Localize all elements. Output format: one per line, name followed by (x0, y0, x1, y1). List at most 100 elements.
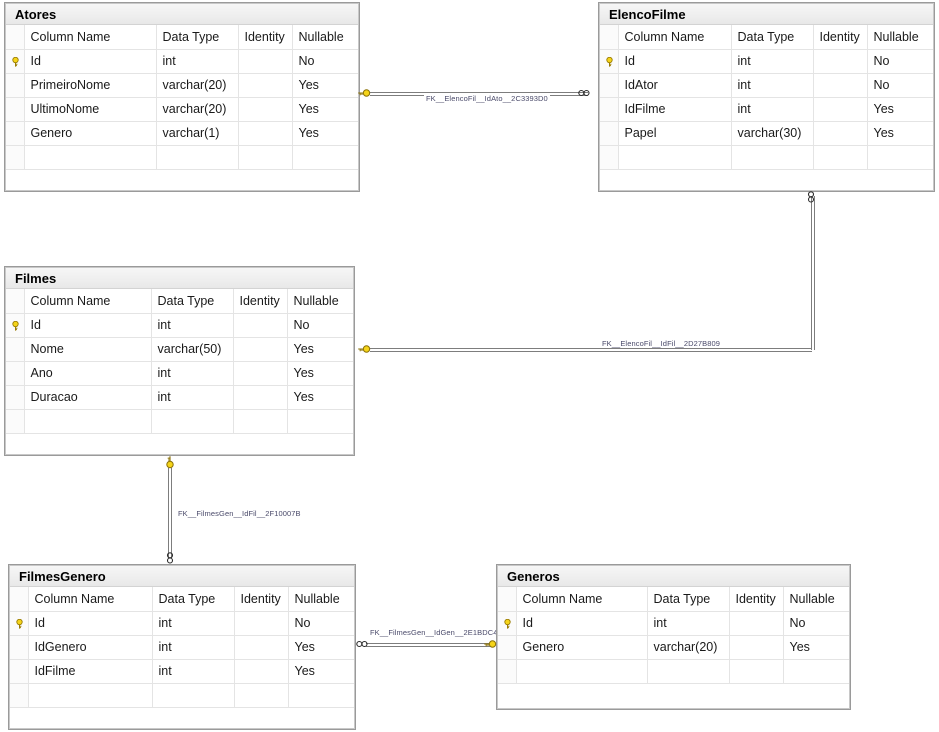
identity-cell[interactable] (234, 635, 289, 660)
nullable-cell[interactable]: Yes (292, 73, 358, 98)
nullable-cell[interactable]: No (867, 49, 933, 74)
column-name-cell[interactable]: PrimeiroNome (24, 73, 157, 98)
identity-cell[interactable] (233, 313, 288, 338)
data-type-cell[interactable]: varchar(20) (156, 73, 239, 98)
column-name-cell[interactable]: Id (618, 49, 732, 74)
identity-cell[interactable] (813, 73, 868, 98)
column-name-cell[interactable]: IdAtor (618, 73, 732, 98)
empty-row[interactable] (6, 409, 353, 434)
nullable-cell[interactable]: No (288, 611, 354, 636)
identity-cell[interactable] (233, 337, 288, 362)
nullable-cell[interactable]: No (783, 611, 849, 636)
empty-row[interactable] (498, 659, 849, 684)
nullable-cell[interactable]: Yes (292, 121, 358, 146)
table-title[interactable]: FilmesGenero (10, 566, 354, 587)
relationship-line[interactable] (366, 643, 492, 644)
data-type-cell[interactable]: int (151, 313, 234, 338)
data-type-cell[interactable]: varchar(50) (151, 337, 234, 362)
relationship-line[interactable] (370, 351, 812, 352)
nullable-cell[interactable]: Yes (287, 337, 353, 362)
data-type-cell[interactable]: int (151, 361, 234, 386)
data-type-cell[interactable]: int (152, 659, 235, 684)
identity-cell[interactable] (813, 49, 868, 74)
identity-cell[interactable] (238, 121, 293, 146)
table-title[interactable]: Atores (6, 4, 358, 25)
column-name-cell[interactable]: Id (28, 611, 153, 636)
data-type-cell[interactable]: varchar(20) (156, 97, 239, 122)
data-type-cell[interactable]: varchar(20) (647, 635, 730, 660)
column-name-cell[interactable]: Id (516, 611, 648, 636)
nullable-cell[interactable]: Yes (783, 635, 849, 660)
nullable-cell[interactable]: Yes (867, 121, 933, 146)
column-name-cell[interactable]: IdGenero (28, 635, 153, 660)
column-name-cell[interactable]: Genero (24, 121, 157, 146)
identity-cell[interactable] (813, 97, 868, 122)
column-name-cell[interactable]: Nome (24, 337, 152, 362)
nullable-cell[interactable]: Yes (867, 97, 933, 122)
table-title[interactable]: Generos (498, 566, 849, 587)
column-name-cell[interactable]: Id (24, 49, 157, 74)
data-type-cell[interactable]: int (156, 49, 239, 74)
empty-row[interactable] (600, 145, 933, 170)
column-name-cell[interactable]: Ano (24, 361, 152, 386)
data-type-cell[interactable]: int (731, 49, 814, 74)
column-name-cell[interactable]: Genero (516, 635, 648, 660)
identity-cell[interactable] (233, 385, 288, 410)
nullable-cell[interactable]: Yes (292, 97, 358, 122)
identity-cell[interactable] (729, 635, 784, 660)
relationship-label[interactable]: FK__ElencoFil__IdFil__2D27B809 (600, 339, 723, 348)
table-title[interactable]: Filmes (6, 268, 353, 289)
identity-cell[interactable] (234, 611, 289, 636)
nullable-cell[interactable]: Yes (287, 385, 353, 410)
nullable-cell[interactable]: Yes (287, 361, 353, 386)
identity-cell[interactable] (729, 611, 784, 636)
nullable-cell[interactable]: No (867, 73, 933, 98)
data-type-cell[interactable]: int (647, 611, 730, 636)
identity-cell[interactable] (238, 73, 293, 98)
data-type-cell[interactable]: int (731, 73, 814, 98)
column-name-cell[interactable]: Id (24, 313, 152, 338)
relationship-line[interactable] (811, 196, 812, 350)
nullable-cell[interactable]: Yes (288, 659, 354, 684)
empty-row[interactable] (6, 145, 358, 170)
data-type-cell[interactable]: varchar(1) (156, 121, 239, 146)
identity-cell[interactable] (813, 121, 868, 146)
column-name-cell[interactable]: Papel (618, 121, 732, 146)
nullable-cell[interactable]: Yes (288, 635, 354, 660)
relationship-line[interactable] (168, 468, 169, 558)
column-name-cell[interactable]: IdFilme (28, 659, 153, 684)
identity-cell[interactable] (234, 659, 289, 684)
table-title[interactable]: ElencoFilme (600, 4, 933, 25)
column-name-cell[interactable]: UltimoNome (24, 97, 157, 122)
relationship-label[interactable]: FK__FilmesGen__IdGen__2E1BDC42 (368, 628, 504, 637)
relationship-line[interactable] (814, 196, 815, 350)
relationship-label[interactable]: FK__ElencoFil__IdAto__2C3393D0 (424, 94, 550, 103)
relationship-line[interactable] (370, 92, 588, 93)
column-name-cell[interactable]: IdFilme (618, 97, 732, 122)
relationship-line[interactable] (370, 348, 812, 349)
relationship-line[interactable] (366, 646, 492, 647)
identity-cell[interactable] (233, 361, 288, 386)
identity-cell[interactable] (238, 97, 293, 122)
data-type-cell[interactable]: int (151, 385, 234, 410)
